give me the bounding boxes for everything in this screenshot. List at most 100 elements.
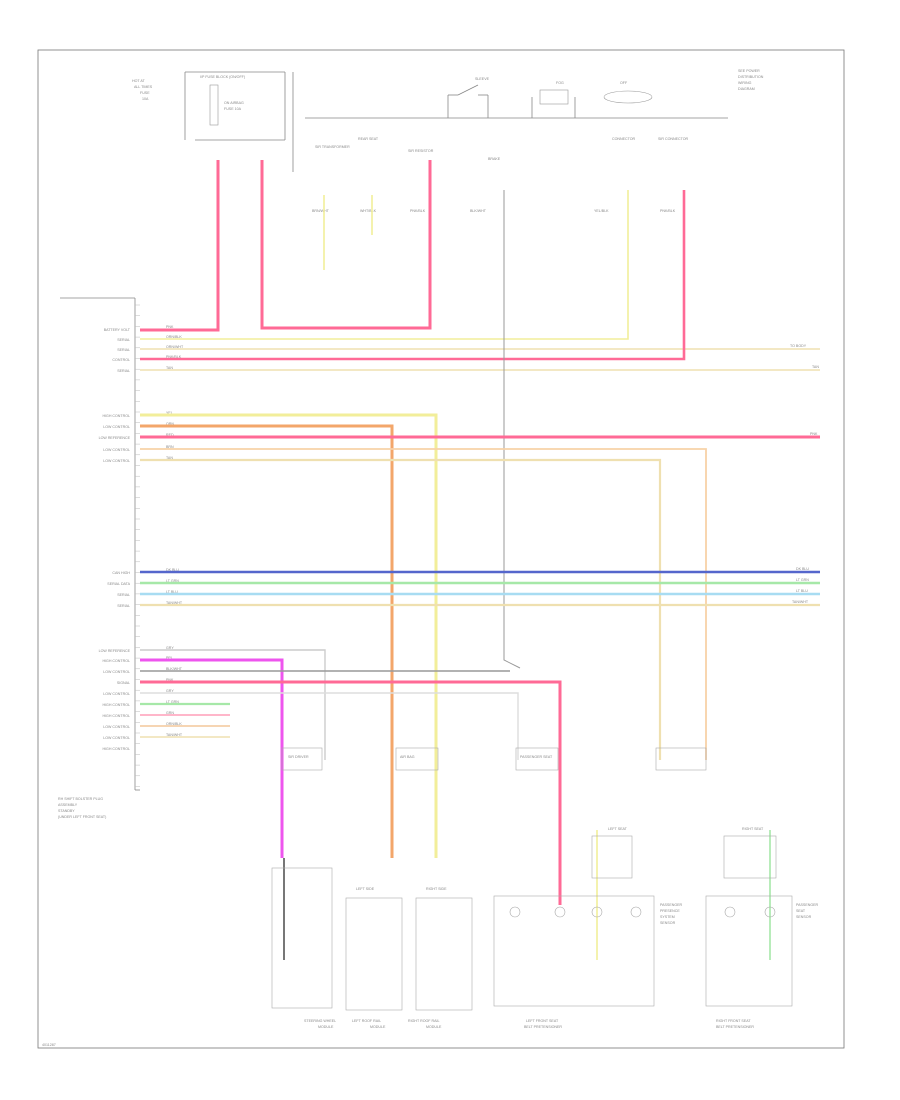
wire-color-label: RED [166,433,174,437]
svg-text:BRN/WHT: BRN/WHT [312,209,330,213]
svg-text:10A: 10A [142,97,149,101]
svg-text:OFF: OFF [620,81,628,85]
wire-serial-yellow [140,190,629,340]
module-right-roof-rail: RIGHT SIDE RIGHT ROOF RAIL MODULE [408,887,473,1029]
svg-text:SEE POWER: SEE POWER [738,69,760,73]
pin-label: CONTROL [112,358,130,362]
svg-text:SIR RESISTOR: SIR RESISTOR [408,149,434,153]
svg-text:DIAGRAM: DIAGRAM [738,87,755,91]
svg-text:ALL TIMES: ALL TIMES [134,85,153,89]
svg-text:BELT PRETENSIONER: BELT PRETENSIONER [716,1025,754,1029]
pin-label: LOW CONTROL [103,670,130,674]
svg-text:RH SHIFT BOLSTER PLUG: RH SHIFT BOLSTER PLUG [58,797,103,801]
pin-label: SERIAL [117,348,130,352]
wire-fuse-pink [260,160,432,330]
pin-label: LOW CONTROL [103,692,130,696]
svg-text:TO BODY: TO BODY [790,344,807,348]
svg-text:RIGHT SEAT: RIGHT SEAT [742,827,764,831]
wire-low-magenta [140,658,284,858]
svg-text:DK BLU: DK BLU [796,567,809,571]
pin-label: SERIAL [117,369,130,373]
svg-text:STEERING WHEEL: STEERING WHEEL [304,1019,336,1023]
svg-text:PASSENGER SEAT: PASSENGER SEAT [520,755,553,759]
footer-code: 4011287 [42,1043,56,1047]
pin-label: LOW CONTROL [103,459,130,463]
wire-color-label: ORN/BLK [166,722,182,726]
pin-label: LOW CONTROL [103,425,130,429]
module-left-front-seat: LEFT SEAT LEFT FRONT SEAT BELT PRETENSIO… [493,827,655,1029]
svg-text:HOT AT: HOT AT [132,79,145,83]
svg-text:LEFT ROOF RAIL: LEFT ROOF RAIL [352,1019,381,1023]
svg-text:REAR SEAT: REAR SEAT [358,137,379,141]
wires [140,160,820,960]
svg-text:BLK/WHT: BLK/WHT [470,209,487,213]
svg-text:PASSENGER: PASSENGER [660,903,683,907]
wire-high-gray [140,649,326,760]
wire-control-pink [140,190,686,361]
svg-text:LT GRN: LT GRN [796,578,809,582]
wire-color-label: PPL [166,656,173,660]
pin-labels: BATTERY VOLTSERIALSERIALCONTROLSERIALHIG… [99,304,140,787]
diagram-frame [37,49,845,1049]
pin-label: LOW CONTROL [103,736,130,740]
pin-label: SERIAL [117,338,130,342]
connector-right [655,747,707,771]
svg-text:FUSE: FUSE [140,91,150,95]
svg-text:SYSTEM: SYSTEM [660,915,675,919]
svg-text:LT BLU: LT BLU [796,589,808,593]
svg-text:TAN: TAN [812,365,819,369]
wire-color-label: TAN/WHT [166,733,183,737]
pin-label: HIGH CONTROL [102,414,130,418]
wire-color-label: BLK/WHT [166,667,183,671]
wire-color-label: ORN [166,422,174,426]
svg-text:(UNDER LEFT FRONT SEAT): (UNDER LEFT FRONT SEAT) [58,815,106,819]
svg-text:RIGHT ROOF RAIL: RIGHT ROOF RAIL [408,1019,439,1023]
pin-label: SERIAL DATA [107,582,130,586]
svg-text:SENSOR: SENSOR [660,921,676,925]
top-module: OFF [603,81,653,104]
wire-color-label: PNK [166,325,174,329]
svg-text:PNK/BLK: PNK/BLK [660,209,676,213]
svg-text:STANDBY: STANDBY [58,809,75,813]
pin-label: CAN HIGH [112,571,130,575]
pin-label: LOW REFERENCE [99,436,131,440]
pin-label: SERIAL [117,593,130,597]
wire-color-label: BRN [166,445,174,449]
wire-high-lightgray [140,692,519,760]
wire-color-label: DK BLU [166,568,179,572]
svg-text:LEFT SEAT: LEFT SEAT [608,827,628,831]
wire-color-label: PNK [166,678,174,682]
svg-text:PASSENGER: PASSENGER [796,903,819,907]
svg-text:LEFT SIDE: LEFT SIDE [356,887,375,891]
pin-label: SERIAL [117,604,130,608]
wire-color-label: LT GRN [166,700,179,704]
svg-text:LEFT FRONT SEAT: LEFT FRONT SEAT [526,1019,559,1023]
pin-label: LOW REFERENCE [99,649,131,653]
top-module-labels: SIR TRANSFORMER REAR SEAT SIR RESISTOR B… [315,137,688,161]
svg-text:MODULE: MODULE [370,1025,386,1029]
svg-text:AIR BAG: AIR BAG [400,755,415,759]
svg-text:BRAKE: BRAKE [488,157,501,161]
wire-color-label: PNK/BLK [166,355,182,359]
wire-color-label: ORN/WHT [166,345,184,349]
wire-color-label: LT GRN [166,579,179,583]
right-labels: TO BODY TAN PNK DK BLU LT GRN LT BLU TAN… [790,344,819,604]
module-name: RH SHIFT BOLSTER PLUG ASSEMBLY STANDBY (… [58,797,106,819]
wire-color-label: TAN [166,456,173,460]
connector-air-bag: AIR BAG [395,747,439,771]
wire-color-label: GRY [166,646,174,650]
connector-passenger: PASSENGER SEAT [515,747,559,771]
pin-label: LOW CONTROL [103,448,130,452]
pin-label: HIGH CONTROL [102,703,130,707]
svg-text:SEAT: SEAT [796,909,806,913]
svg-text:TAN/WHT: TAN/WHT [792,600,809,604]
pin-label: HIGH CONTROL [102,659,130,663]
svg-text:MODULE: MODULE [318,1025,334,1029]
wire-high-yellow [140,413,438,858]
wire-color-label: TAN/WHT [166,601,183,605]
svg-text:YEL/BLK: YEL/BLK [594,209,609,213]
wire-color-label: GRN [166,711,174,715]
svg-text:WIRING: WIRING [738,81,752,85]
wire-low-tan [140,458,662,760]
